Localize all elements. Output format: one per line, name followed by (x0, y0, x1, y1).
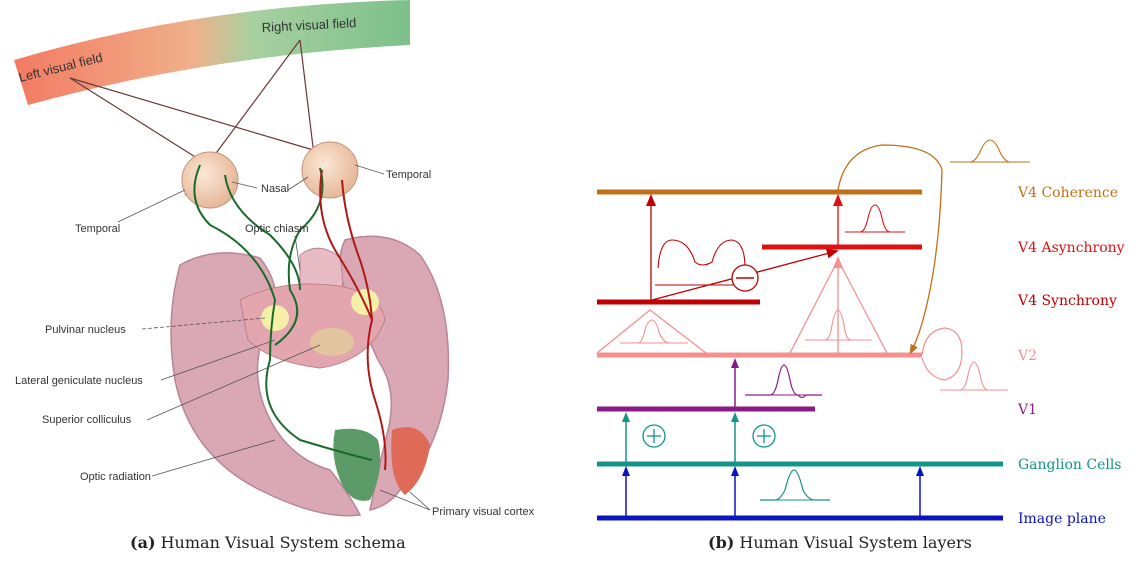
optic-chiasm-label: Optic chiasm (245, 223, 309, 235)
v2-right-curve (940, 362, 1005, 390)
temporal-right-label: Temporal (386, 169, 431, 181)
minus-symbol (732, 265, 758, 291)
label-image-plane: Image plane (1018, 511, 1106, 527)
left-eye (182, 152, 238, 208)
right-eye (302, 142, 358, 198)
caption-b-text: Human Visual System layers (734, 533, 971, 552)
label-ganglion: Ganglion Cells (1018, 457, 1122, 473)
label-v1: V1 (1017, 402, 1037, 418)
v4async-response-curve (845, 205, 905, 232)
colliculus-label: Superior colliculus (42, 414, 132, 426)
cortex-label: Primary visual cortex (432, 506, 535, 518)
panel-a-schema: Left visual field Right visual field (14, 0, 535, 518)
nucleus-center (310, 328, 354, 356)
caption-a-tag: (a) (130, 533, 156, 552)
radiation-label: Optic radiation (80, 471, 151, 483)
v1-response-curve (745, 365, 822, 398)
temporal-left-label: Temporal (75, 223, 120, 235)
caption-b-tag: (b) (708, 533, 734, 552)
caption-b: (b) Human Visual System layers (708, 533, 972, 552)
caption-a: (a) Human Visual System schema (130, 533, 406, 552)
ganglion-response-curve (760, 470, 830, 500)
label-v4-synchrony: V4 Synchrony (1017, 293, 1117, 309)
panel-b-layers: V4 Coherence V4 Asynchrony V4 Synchrony … (597, 140, 1125, 527)
plus-symbol-1 (643, 425, 665, 447)
lgn-label: Lateral geniculate nucleus (15, 375, 143, 387)
caption-a-text: Human Visual System schema (156, 533, 406, 552)
label-v4-coherence: V4 Coherence (1017, 185, 1118, 201)
pulvinar-label: Pulvinar nucleus (45, 324, 126, 336)
plus-symbol-2 (753, 425, 775, 447)
triangle-v2-v4sync (597, 310, 706, 353)
coherence-response-curve (950, 140, 1030, 162)
label-v2: V2 (1017, 348, 1037, 364)
lgn-left-marker (261, 305, 289, 331)
label-v4-asynchrony: V4 Asynchrony (1017, 240, 1125, 256)
v2-self-loop (922, 328, 962, 380)
nasal-label: Nasal (261, 183, 289, 195)
